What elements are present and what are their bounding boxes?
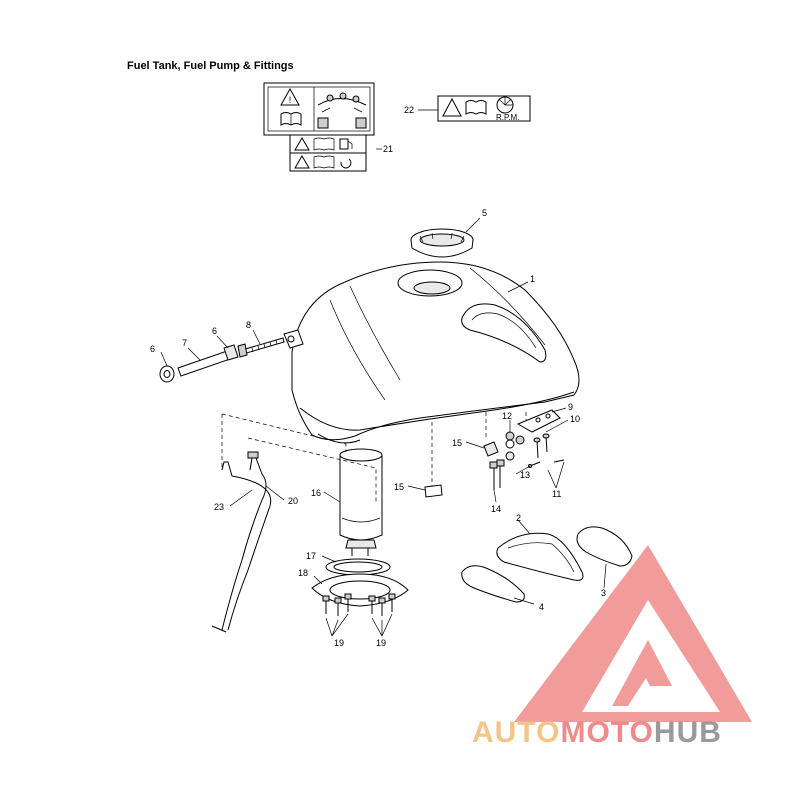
callout-3: 3 <box>601 588 606 598</box>
mounting-bolt-assembly <box>159 337 285 383</box>
warning-triangle-icon: ! <box>280 87 300 106</box>
callout-22: 22 <box>404 105 414 115</box>
warning-label-rpm: R.P.M. <box>437 95 531 122</box>
callout-5: 5 <box>482 208 487 218</box>
callout-6-left: 6 <box>150 344 155 354</box>
callout-9: 9 <box>568 402 573 412</box>
svg-text:!: ! <box>289 95 292 105</box>
manual-book-icon <box>465 100 487 115</box>
callout-8: 8 <box>246 320 251 330</box>
rpm-label: R.P.M. <box>496 113 519 122</box>
callout-19-right: 19 <box>376 638 386 648</box>
warning-label-large: ! <box>263 82 375 136</box>
callout-2: 2 <box>516 513 521 523</box>
callout-16: 16 <box>311 488 321 498</box>
tachometer-icon <box>496 96 514 114</box>
fuel-pump-icon <box>339 138 353 150</box>
callout-17: 17 <box>306 551 316 561</box>
fuel-tank <box>283 261 580 444</box>
callout-4: 4 <box>539 602 544 612</box>
callout-15-bottom: 15 <box>394 482 404 492</box>
leader-lines <box>160 109 607 605</box>
callout-1: 1 <box>530 274 535 284</box>
callout-7: 7 <box>182 338 187 348</box>
watermark-logo: AUTOMOTOHUB <box>472 716 722 750</box>
callout-12: 12 <box>502 411 512 421</box>
callout-10: 10 <box>570 414 580 424</box>
knee-pad-center <box>496 532 584 581</box>
warning-triangle-icon <box>294 137 310 169</box>
manual-book-icon <box>313 137 335 169</box>
rider-illustration-icon <box>317 92 367 129</box>
assembly-guide-lines <box>221 412 527 504</box>
callout-19-left: 19 <box>334 638 344 648</box>
callout-13: 13 <box>520 470 530 480</box>
rotation-icon <box>340 158 352 169</box>
rear-mount-hardware <box>424 409 565 498</box>
fuel-hoses <box>211 451 272 633</box>
callout-11: 11 <box>552 489 561 499</box>
manual-book-icon <box>280 112 302 126</box>
callout-23: 23 <box>214 502 224 512</box>
pump-seal <box>325 558 391 576</box>
watermark-auto: AUTO <box>472 716 561 749</box>
callout-14: 14 <box>491 504 501 514</box>
knee-pad-left <box>461 565 525 603</box>
pump-bolts <box>322 593 396 637</box>
filler-cap-ring <box>410 228 474 258</box>
callout-21: 21 <box>383 144 393 154</box>
warning-triangle-icon <box>442 97 462 117</box>
callout-numbers: 1 2 3 4 5 6 6 7 8 9 10 11 12 13 14 15 15… <box>150 105 606 648</box>
callout-18: 18 <box>298 568 308 578</box>
watermark-triangle <box>514 545 752 722</box>
watermark-hub: HUB <box>653 716 722 749</box>
callout-6-right: 6 <box>212 326 217 336</box>
callout-20: 20 <box>288 496 298 506</box>
watermark-moto: MOTO <box>560 716 654 749</box>
knee-pad-right <box>576 526 633 567</box>
diagram-title: Fuel Tank, Fuel Pump & Fittings <box>127 60 294 72</box>
callout-15-top: 15 <box>452 438 462 448</box>
fuel-pump <box>339 448 383 556</box>
warning-label-strip <box>289 134 367 172</box>
